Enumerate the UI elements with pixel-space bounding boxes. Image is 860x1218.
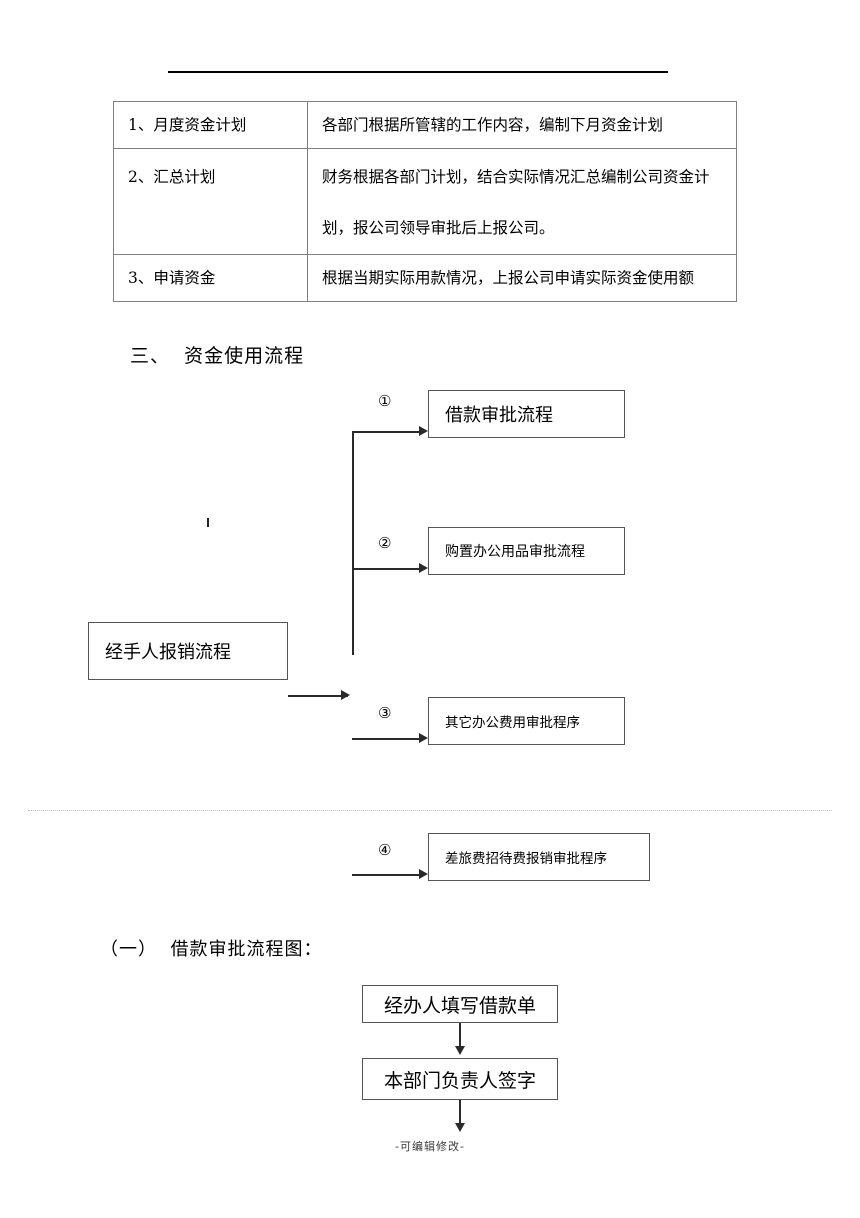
table-cell-description: 财务根据各部门计划，结合实际情况汇总编制公司资金计 划，报公司领导审批后上报公司…: [307, 148, 737, 255]
arrowhead-down-icon: [455, 1123, 465, 1132]
branch-number-4: ④: [378, 841, 392, 859]
flow-box-branch-1: 借款审批流程: [428, 390, 625, 438]
arrowhead-right-icon: [419, 426, 428, 436]
arrowhead-right-icon: [419, 733, 428, 743]
flow-box-branch-3: 其它办公费用审批程序: [428, 697, 625, 745]
connector-branch-4: [352, 874, 420, 876]
connector-branch-1: [352, 431, 420, 433]
connector-source-arrow: [288, 695, 348, 697]
connector-branch-3: [352, 738, 420, 740]
connector-branch-2: [352, 568, 420, 570]
flow-box-branch-4: 差旅费招待费报销审批程序: [428, 833, 650, 881]
branch-number-2: ②: [378, 534, 392, 552]
arrowhead-down-icon: [455, 1046, 465, 1055]
table-row: 2、汇总计划 财务根据各部门计划，结合实际情况汇总编制公司资金计 划，报公司领导…: [113, 148, 737, 255]
section-heading-three: 三、 资金使用流程: [130, 345, 305, 367]
description-line: 各部门根据所管辖的工作内容，编制下月资金计划: [322, 115, 664, 134]
description-line: 财务根据各部门计划，结合实际情况汇总编制公司资金计: [322, 168, 710, 186]
arrowhead-right-icon: [341, 690, 350, 700]
connector-step-2-out: [459, 1100, 461, 1124]
table-cell-description: 各部门根据所管辖的工作内容，编制下月资金计划: [307, 101, 737, 149]
table-cell-label: 2、汇总计划: [113, 148, 308, 255]
flow-box-branch-2: 购置办公用品审批流程: [428, 527, 625, 575]
arrowhead-right-icon: [419, 563, 428, 573]
page-break-divider: [28, 810, 832, 811]
top-horizontal-rule: [168, 71, 668, 73]
table-cell-description: 根据当期实际用款情况，上报公司申请实际资金使用额: [307, 254, 737, 302]
table-cell-label: 1、月度资金计划: [113, 101, 308, 149]
stray-mark: [207, 518, 209, 527]
table-cell-label: 3、申请资金: [113, 254, 308, 302]
section-heading-one: （一） 借款审批流程图：: [100, 939, 323, 960]
flow-box-step-2: 本部门负责人签字: [362, 1058, 558, 1100]
connector-trunk-vertical: [352, 431, 354, 655]
funding-plan-table: 1、月度资金计划 各部门根据所管辖的工作内容，编制下月资金计划 2、汇总计划 财…: [113, 101, 737, 302]
branch-number-1: ①: [378, 392, 392, 410]
footer-note: -可编辑修改-: [395, 1140, 465, 1153]
arrowhead-right-icon: [419, 869, 428, 879]
flow-box-source: 经手人报销流程: [88, 622, 288, 680]
description-line: 根据当期实际用款情况，上报公司申请实际资金使用额: [322, 268, 695, 287]
description-line: 划，报公司领导审批后上报公司。: [322, 218, 555, 237]
branch-number-3: ③: [378, 704, 392, 722]
flow-box-step-1: 经办人填写借款单: [362, 985, 558, 1023]
table-row: 1、月度资金计划 各部门根据所管辖的工作内容，编制下月资金计划: [113, 101, 737, 149]
connector-step-1-to-2: [459, 1023, 461, 1047]
table-row: 3、申请资金 根据当期实际用款情况，上报公司申请实际资金使用额: [113, 254, 737, 302]
